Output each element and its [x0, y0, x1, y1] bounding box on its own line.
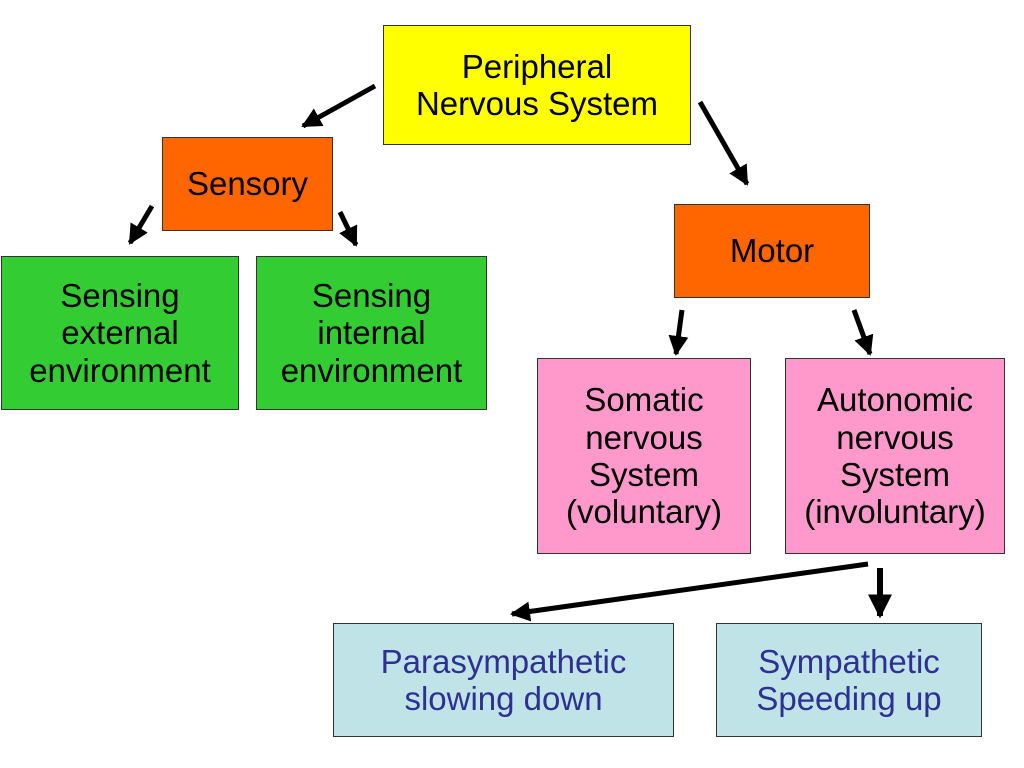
- node-sensing-internal-line-3: environment: [280, 351, 463, 389]
- arrow-autonomic-to-parasympathetic: [510, 561, 869, 622]
- node-motor-line-1: Motor: [729, 232, 815, 270]
- node-sensing-external-line-2: external: [61, 314, 179, 352]
- node-pns-line-2: Nervous System: [415, 85, 659, 122]
- node-sympathetic-line-2: Speeding up: [756, 680, 942, 717]
- node-autonomic-line-3: System: [839, 456, 951, 493]
- node-sensing-external: Sensing external environment: [1, 256, 239, 410]
- node-autonomic-line-1: Autonomic: [817, 381, 973, 419]
- node-sympathetic: Sympathetic Speeding up: [716, 623, 982, 737]
- node-sensory: Sensory: [162, 137, 333, 231]
- arrow-sensory-to-sensing-external: [127, 204, 155, 245]
- node-parasympathetic: Parasympathetic slowing down: [333, 623, 674, 737]
- arrow-sensory-to-sensing-internal: [337, 210, 359, 247]
- node-pns-line-1: Peripheral: [461, 47, 613, 85]
- node-parasympathetic-line-2: slowing down: [404, 680, 603, 717]
- node-sympathetic-line-1: Sympathetic: [758, 642, 940, 680]
- node-parasympathetic-line-1: Parasympathetic: [380, 642, 627, 680]
- node-sensing-external-line-3: environment: [29, 351, 211, 389]
- node-sensing-internal-line-1: Sensing: [311, 277, 432, 315]
- node-somatic-line-1: Somatic: [584, 381, 704, 419]
- node-autonomic-line-2: nervous: [836, 418, 954, 456]
- node-somatic-line-4: (voluntary): [566, 493, 722, 531]
- node-sensing-internal-line-2: internal: [317, 314, 426, 352]
- node-somatic-nervous-system: Somatic nervous System (voluntary): [537, 358, 751, 554]
- node-autonomic-line-4: (involuntary): [804, 493, 986, 531]
- arrow-motor-to-autonomic: [851, 309, 874, 356]
- arrow-pns-to-sensory: [301, 83, 377, 129]
- node-sensory-line-1: Sensory: [186, 165, 309, 203]
- arrow-motor-to-somatic: [668, 309, 689, 356]
- node-peripheral-nervous-system: Peripheral Nervous System: [383, 25, 691, 145]
- node-somatic-line-3: System: [588, 456, 700, 493]
- node-autonomic-nervous-system: Autonomic nervous System (involuntary): [785, 358, 1005, 554]
- node-motor: Motor: [674, 204, 870, 298]
- node-sensing-internal: Sensing internal environment: [256, 256, 487, 410]
- node-sensing-external-line-1: Sensing: [60, 277, 180, 315]
- arrow-pns-to-motor: [697, 100, 750, 186]
- node-somatic-line-2: nervous: [585, 418, 703, 456]
